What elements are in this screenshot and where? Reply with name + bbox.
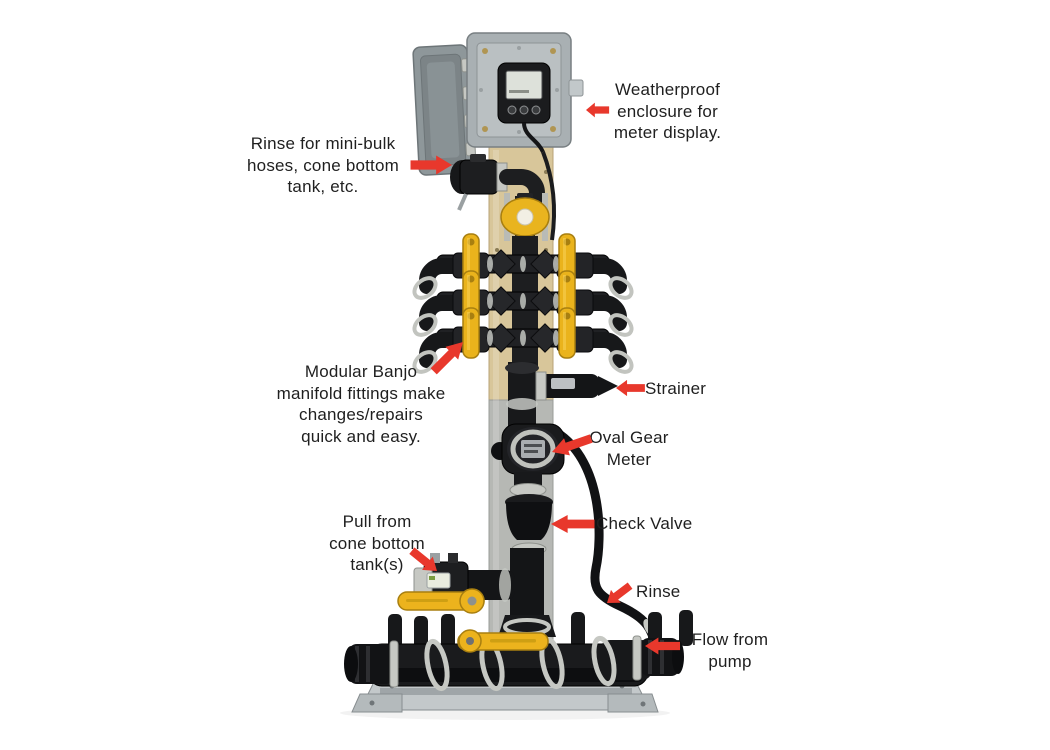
banjo-flange [500, 193, 550, 241]
arrow-strainer [616, 379, 645, 397]
arrow-weatherproof-enclosure [586, 102, 610, 118]
meter-display [497, 62, 551, 153]
camlock-left [344, 640, 399, 688]
arrow-flow-from-pump [645, 637, 681, 655]
label-check-valve: Check Valve [596, 514, 693, 533]
arrow-rinse-mini-bulk [410, 155, 452, 175]
oval-gear-meter [491, 423, 565, 475]
bottom-valve-handle [457, 629, 549, 653]
arrow-oval-gear-meter [549, 429, 595, 461]
arrow-check-valve [551, 514, 595, 534]
meter-cable [541, 151, 556, 241]
pull-valve [397, 548, 556, 638]
label-rinse-mini-bulk: Rinse for mini-bulk hoses, cone bottom t… [247, 134, 399, 196]
label-oval-gear-meter: Oval Gear Meter [589, 428, 669, 469]
label-flow-from-pump: Flow from pump [691, 630, 769, 671]
label-strainer: Strainer [645, 379, 707, 398]
arrow-modular-banjo [427, 335, 470, 378]
strainer-assembly [505, 362, 618, 432]
label-rinse: Rinse [636, 582, 681, 601]
label-weatherproof-enclosure: Weatherproof enclosure for meter display… [613, 80, 722, 142]
label-pull-from-cone-bottom: Pull from cone bottom tank(s) [329, 512, 425, 574]
arrow-rinse [602, 579, 635, 610]
pull-valve-handle [397, 588, 485, 614]
bottom-manifold [344, 610, 693, 692]
modular-manifold [412, 233, 634, 374]
label-modular-banjo: Modular Banjo manifold fittings make cha… [276, 362, 446, 446]
arrow-pull-from-cone-bottom [406, 544, 443, 578]
rinse-hose [551, 427, 660, 655]
